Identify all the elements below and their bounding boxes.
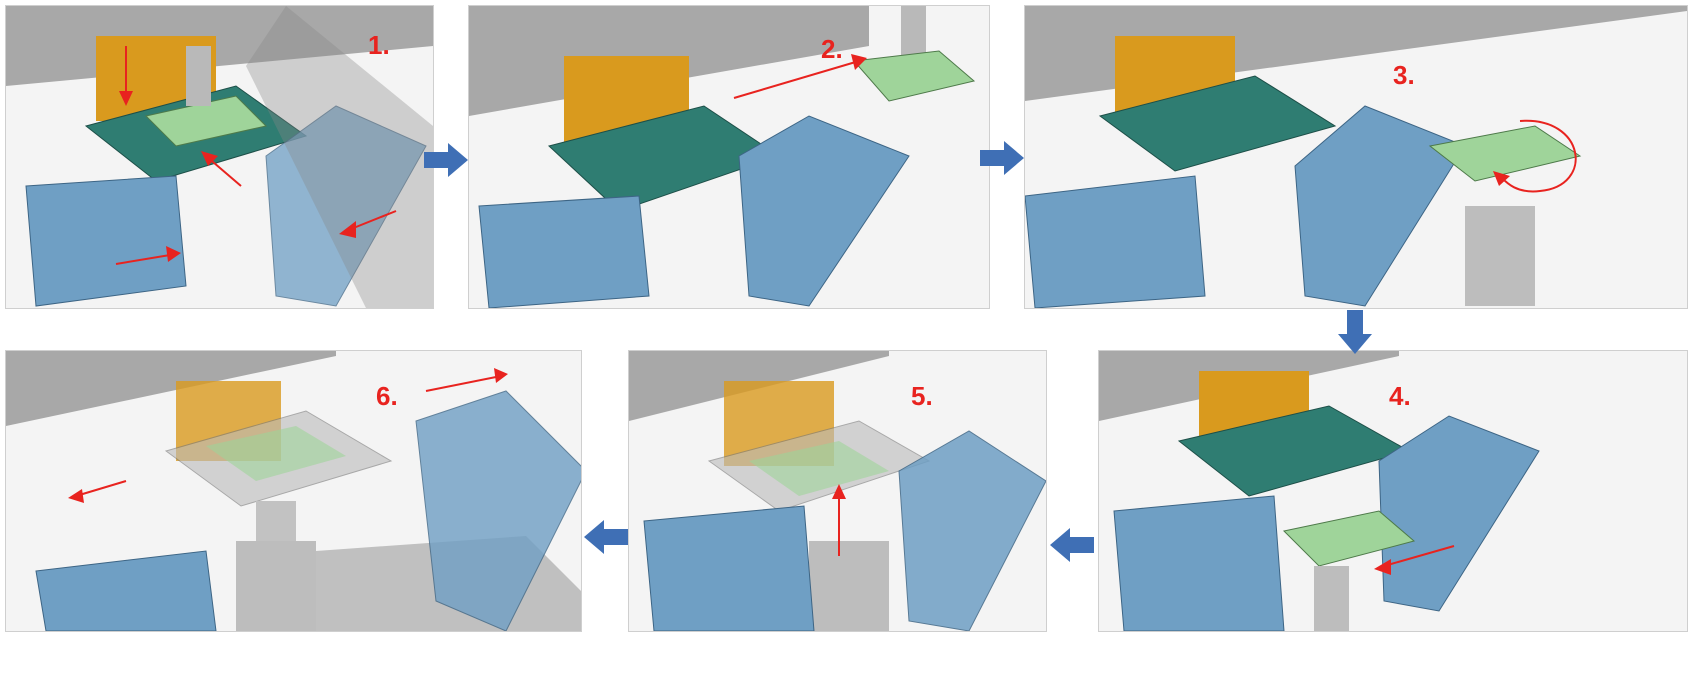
step-2-illustration [469,6,976,308]
step-4-illustration [1099,351,1540,631]
step-5-panel: 5. [628,350,1047,632]
step-5-illustration [629,351,1046,631]
step-3-label: 3. [1393,60,1415,90]
step-4-label: 4. [1389,381,1411,411]
step-2-panel: 2. [468,5,990,309]
step-3-illustration [1025,6,1687,308]
arrow-step2-to-step3 [980,141,1024,175]
step-1-panel: 1. [5,5,434,309]
step-4-panel: 4. [1098,350,1688,632]
step-5-label: 5. [911,381,933,411]
step-3-panel: 3. [1024,5,1688,309]
arrow-step4-to-step5 [1050,528,1094,562]
step-6-label: 6. [376,381,398,411]
step-1-illustration [6,6,433,308]
arrow-step3-to-step4 [1338,310,1372,354]
step-1-label: 1. [368,30,390,60]
arrow-step5-to-step6 [584,520,628,554]
arrow-step1-to-step2 [424,143,468,177]
step-6-panel: 6. [5,350,582,632]
step-6-illustration [6,351,581,631]
step-2-label: 2. [821,34,843,64]
